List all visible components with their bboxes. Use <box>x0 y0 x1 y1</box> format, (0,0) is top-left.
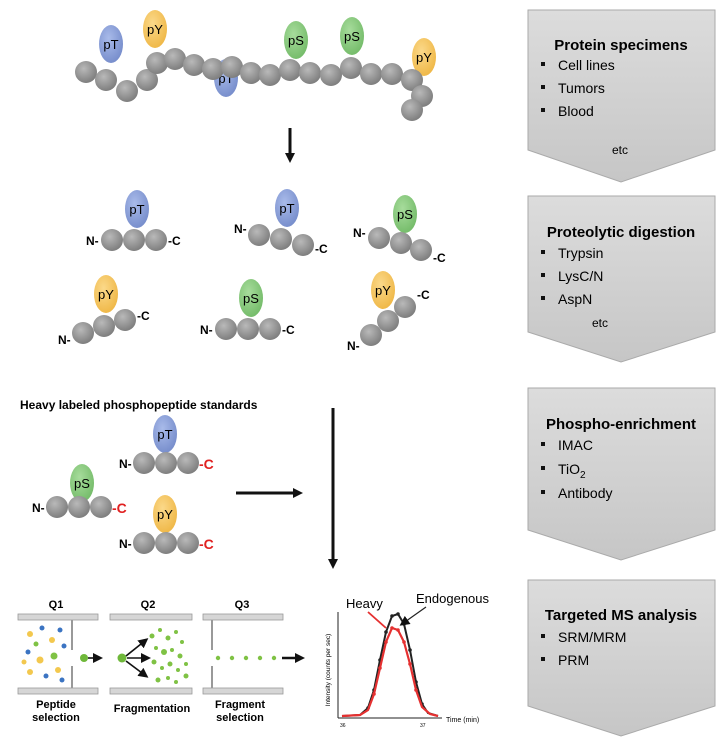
step-item: LysC/N <box>558 268 603 284</box>
step-item: Cell lines <box>558 57 615 73</box>
step-box-targeted-ms: Targeted MS analysis SRM/MRM PRM <box>527 579 716 737</box>
svg-text:-C: -C <box>282 323 295 337</box>
svg-text:N-: N- <box>119 457 132 471</box>
step-title: Targeted MS analysis <box>545 607 697 624</box>
step-title: Proteolytic digestion <box>547 224 695 241</box>
chrom-ylabel: Intensity (counts per sec) <box>325 634 332 707</box>
quad-q3: Q3 Fragment selection <box>202 599 305 724</box>
chrom-xtick: 36 <box>340 723 346 729</box>
chain-site-pY-2: pY <box>412 38 436 76</box>
peptide-pY-2: pY N- -C <box>347 271 430 353</box>
svg-text:Peptide: Peptide <box>36 699 76 711</box>
svg-text:pY: pY <box>157 507 173 522</box>
step-box-protein-specimens: Protein specimens Cell lines Tumors Bloo… <box>527 9 716 183</box>
svg-text:-C: -C <box>137 309 150 323</box>
step-item: Trypsin <box>558 245 603 261</box>
svg-text:N-: N- <box>347 339 360 353</box>
chrom-xtick: 37 <box>420 723 426 729</box>
chain-site-pS-2: pS <box>340 17 364 55</box>
svg-text:N-: N- <box>234 222 247 236</box>
step-note: etc <box>592 316 608 330</box>
svg-text:Fragment: Fragment <box>215 699 265 711</box>
heavy-standards-title: Heavy labeled phosphopeptide standards <box>20 398 258 412</box>
step-item: AspN <box>558 291 592 307</box>
step-title: Phospho-enrichment <box>546 416 696 433</box>
endogenous-label: Endogenous <box>416 591 490 606</box>
endogenous-label-pointer <box>399 606 427 626</box>
svg-text:pT: pT <box>129 202 144 217</box>
svg-text:pS: pS <box>344 29 360 44</box>
quad-q2: Q2 Fragmentation <box>109 599 193 715</box>
svg-text:pY: pY <box>375 283 391 298</box>
svg-text:-C: -C <box>168 234 181 248</box>
heavy-label-pointer <box>367 611 387 629</box>
svg-text:Q1: Q1 <box>49 599 64 611</box>
svg-text:pT: pT <box>157 427 172 442</box>
svg-text:N-: N- <box>86 234 99 248</box>
svg-text:N-: N- <box>32 501 45 515</box>
svg-text:pY: pY <box>416 50 432 65</box>
steps-column: Protein specimens Cell lines Tumors Bloo… <box>527 9 716 737</box>
svg-text:Q3: Q3 <box>235 599 250 611</box>
svg-text:pS: pS <box>243 291 259 306</box>
step-box-proteolytic-digestion: Proteolytic digestion Trypsin LysC/N Asp… <box>527 195 716 363</box>
endogenous-trace <box>341 612 439 717</box>
svg-text:Fragmentation: Fragmentation <box>114 703 191 715</box>
svg-text:selection: selection <box>216 712 264 724</box>
ms-quadrupoles: Q1 Peptide <box>17 599 305 724</box>
svg-text:-C: -C <box>199 536 214 552</box>
svg-text:-C: -C <box>315 242 328 256</box>
svg-text:pY: pY <box>98 287 114 302</box>
peptide-pY-1: pY N- -C <box>58 275 150 347</box>
svg-text:-C: -C <box>417 288 430 302</box>
svg-text:pS: pS <box>397 207 413 222</box>
svg-text:pY: pY <box>147 22 163 37</box>
step-title: Protein specimens <box>554 37 687 54</box>
heavy-trace <box>341 626 439 718</box>
chain-site-pY-1: pY <box>143 10 167 48</box>
peptide-pT-1: pT N- -C <box>86 190 181 251</box>
svg-text:pT: pT <box>103 37 118 52</box>
step-note: etc <box>612 143 628 157</box>
heavy-points <box>372 626 418 696</box>
peptide-pT-2: pT N- -C <box>234 189 328 256</box>
chrom-xlabel: Time (min) <box>446 717 479 724</box>
chain-beads <box>75 48 433 121</box>
chromatogram: Intensity (counts per sec) Time (min) 36… <box>325 591 490 729</box>
step-item: TiO2 <box>558 461 586 481</box>
peptide-pS-1: pS N- -C <box>353 195 446 265</box>
step-item: PRM <box>558 652 589 668</box>
svg-text:-C: -C <box>112 500 127 516</box>
chain-site-pT-1: pT <box>99 25 123 63</box>
digested-peptides: pT N- -C pT N- -C pS N- -C <box>58 189 446 353</box>
heavy-label: Heavy <box>346 596 383 611</box>
step-box-phospho-enrichment: Phospho-enrichment IMAC TiO2 Antibody <box>527 387 716 561</box>
svg-text:-C: -C <box>433 251 446 265</box>
svg-text:pS: pS <box>288 33 304 48</box>
heavy-peptide-pT: pT N- -C <box>119 415 214 474</box>
heavy-peptide-pY: pY N- -C <box>119 495 214 554</box>
chain-site-pS-1: pS <box>284 21 308 59</box>
svg-text:N-: N- <box>119 537 132 551</box>
svg-text:N-: N- <box>58 333 71 347</box>
protein-chain: pT pY pT pS pS pY <box>75 10 436 121</box>
heavy-peptide-pS: pS N- -C <box>32 464 127 518</box>
heavy-peptides: pT N- -C pS N- -C pY N- -C <box>32 415 214 554</box>
step-item: Antibody <box>558 485 612 501</box>
step-item: IMAC <box>558 437 593 453</box>
peptide-pS-2: pS N- -C <box>200 279 295 340</box>
svg-text:Q2: Q2 <box>141 599 156 611</box>
svg-text:pS: pS <box>74 476 90 491</box>
step-item: Tumors <box>558 80 605 96</box>
svg-text:-C: -C <box>199 456 214 472</box>
quad-q1: Q1 Peptide <box>17 599 103 724</box>
svg-text:N-: N- <box>200 323 213 337</box>
step-item: Blood <box>558 103 594 119</box>
svg-text:selection: selection <box>32 712 80 724</box>
svg-text:pT: pT <box>279 201 294 216</box>
svg-text:N-: N- <box>353 226 366 240</box>
step-item: SRM/MRM <box>558 629 626 645</box>
